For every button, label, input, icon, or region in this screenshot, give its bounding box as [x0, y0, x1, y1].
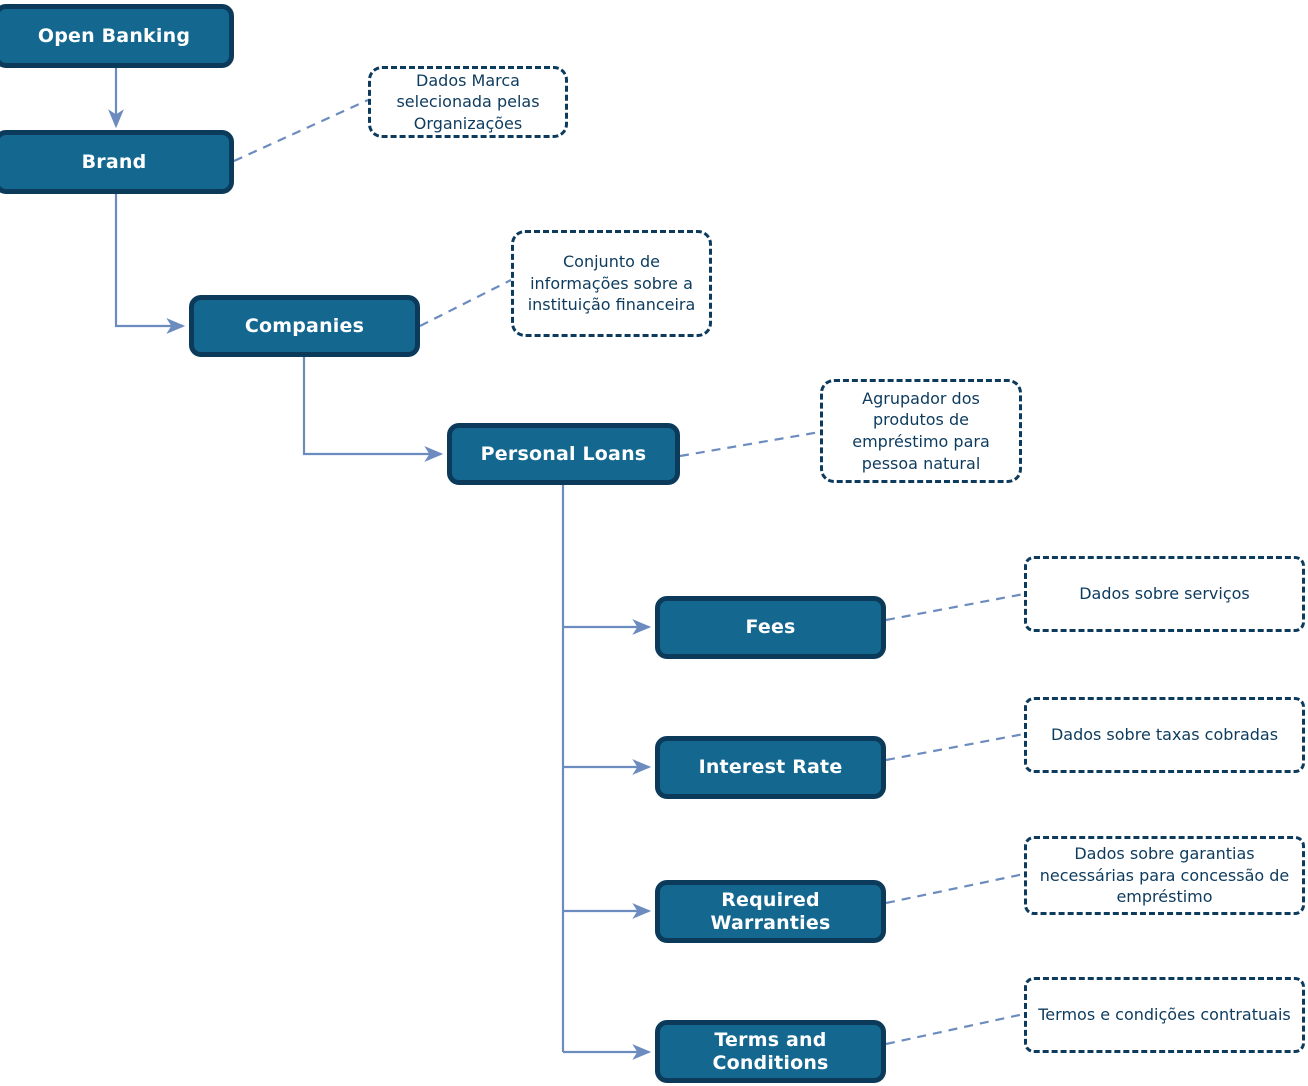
note-terms-and-conditions: Termos e condições contratuais	[1024, 977, 1305, 1053]
node-terms-and-conditions-label: Terms and Conditions	[712, 1028, 829, 1074]
note-interest-rate-text: Dados sobre taxas cobradas	[1050, 725, 1279, 745]
note-required-warranties: Dados sobre garantias necessárias para c…	[1024, 836, 1305, 915]
leader-personal-loans	[679, 430, 821, 458]
leader-fees	[885, 592, 1025, 622]
node-terms-and-conditions[interactable]: Terms and Conditions	[655, 1020, 886, 1083]
node-personal-loans[interactable]: Personal Loans	[447, 423, 680, 485]
note-personal-loans-text: Agrupador dos produtos de empréstimo par…	[852, 388, 990, 473]
note-fees-text: Dados sobre serviços	[1079, 584, 1250, 604]
note-interest-rate: Dados sobre taxas cobradas	[1024, 697, 1305, 773]
leader-interest-rate	[885, 732, 1025, 762]
edge-companies-personal-loans	[302, 357, 444, 462]
note-fees: Dados sobre serviços	[1024, 556, 1305, 632]
leader-companies	[419, 279, 512, 327]
node-companies[interactable]: Companies	[189, 295, 420, 357]
node-required-warranties[interactable]: Required Warranties	[655, 880, 886, 943]
node-brand[interactable]: Brand	[0, 130, 234, 194]
node-companies-label: Companies	[244, 314, 365, 337]
leader-required-warranties	[885, 872, 1025, 905]
node-fees-label: Fees	[745, 616, 796, 639]
note-brand: Dados Marca selecionada pelas Organizaçõ…	[368, 66, 568, 138]
leader-brand	[233, 98, 369, 163]
note-personal-loans: Agrupador dos produtos de empréstimo par…	[820, 379, 1022, 483]
node-fees[interactable]: Fees	[655, 596, 886, 659]
node-interest-rate-label: Interest Rate	[698, 756, 843, 779]
node-open-banking[interactable]: Open Banking	[0, 4, 234, 68]
node-personal-loans-label: Personal Loans	[480, 442, 647, 465]
note-brand-text: Dados Marca selecionada pelas Organizaçõ…	[396, 70, 540, 133]
leader-terms-and-conditions	[885, 1012, 1025, 1046]
note-required-warranties-text: Dados sobre garantias necessárias para c…	[1039, 844, 1290, 907]
note-companies-text: Conjunto de informações sobre a institui…	[527, 252, 696, 315]
note-terms-and-conditions-text: Termos e condições contratuais	[1038, 1005, 1291, 1025]
node-required-warranties-label: Required Warranties	[710, 888, 831, 934]
note-companies: Conjunto de informações sobre a institui…	[511, 230, 712, 337]
node-interest-rate[interactable]: Interest Rate	[655, 736, 886, 799]
node-brand-label: Brand	[81, 150, 147, 173]
node-open-banking-label: Open Banking	[37, 24, 191, 47]
edge-brand-companies	[114, 194, 186, 334]
